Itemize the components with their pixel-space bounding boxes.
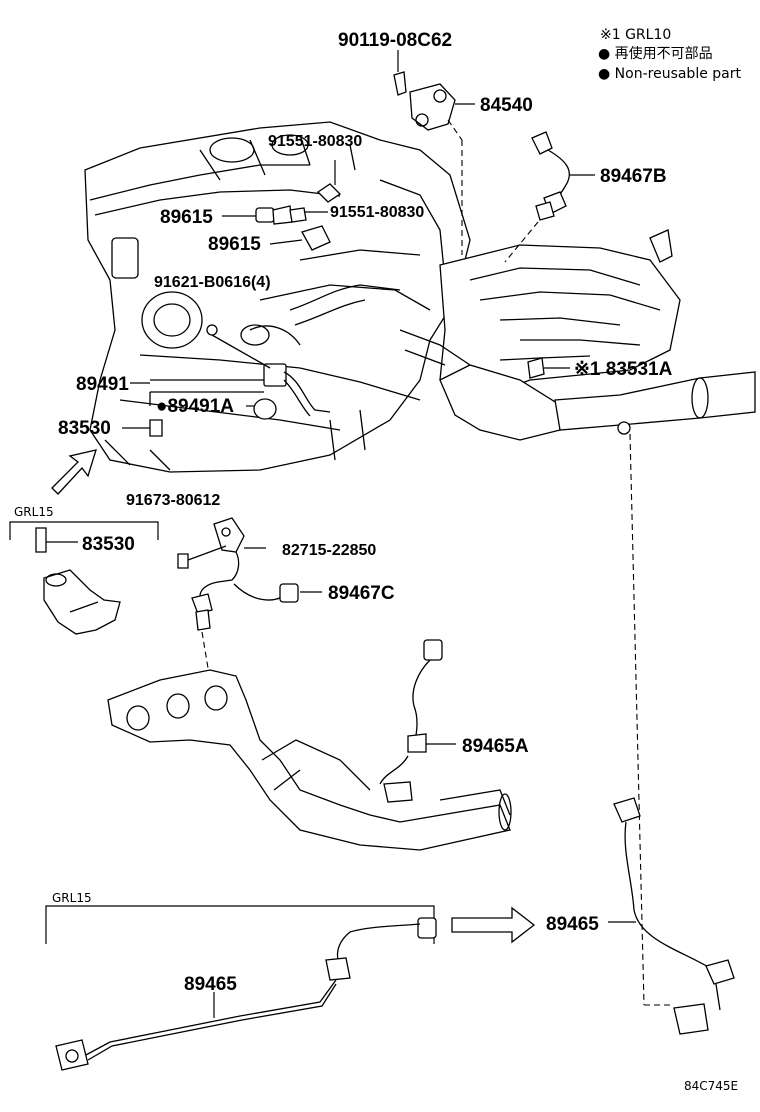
label-91673: 91673-80612 [126,492,220,509]
label-89467B: 89467B [600,166,667,187]
label-82715: 82715-22850 [282,542,376,559]
label-84540: 84540 [480,95,533,116]
sensor-89467B [504,131,595,263]
label-89465A: 89465A [462,736,529,757]
label-grl15-top: GRL15 [14,505,54,519]
label-83530-inset: 83530 [82,534,135,555]
label-grl15-bottom: GRL15 [52,891,92,905]
grl15-bottom-89465 [45,905,437,1071]
label-89615-a: 89615 [160,207,213,228]
grl15-inset-83530 [9,521,159,635]
label-89465-right: 89465 [546,914,599,935]
legend-line-1: ● 再使用不可部品 [598,45,713,62]
sensor-89465-right [608,797,735,1035]
sensor-89467C [177,517,322,681]
label-89491A: ●89491A [156,396,234,417]
legend-mark-line: ※1 GRL10 [600,27,671,43]
leader-dashed-right [629,433,645,1006]
label-90119: 90119-08C62 [338,30,452,51]
direction-arrow [51,449,97,495]
label-91621: 91621-B0616(4) [154,274,271,291]
legend-line-2: ● Non-reusable part [598,66,741,82]
upper-exhaust [289,284,756,441]
label-89615-b: 89615 [208,234,261,255]
engine-block [84,121,471,473]
sensors-89615 [222,160,342,251]
label-89465-left: 89465 [184,974,237,995]
label-83531A: ※1 83531A [574,359,673,380]
transmission [439,229,681,411]
label-89491: 89491 [76,374,129,395]
sensor-84540 [393,71,475,255]
sensor-89491 [122,324,570,437]
label-89467C: 89467C [328,583,395,604]
label-83530-main: 83530 [58,418,111,439]
figure-code: 84C745E [684,1079,738,1093]
sensor-89465A [379,639,456,803]
transfer-arrow [451,906,536,944]
lower-exhaust [107,669,512,851]
leader-lines [130,50,399,384]
label-91551-mid: 91551-80830 [330,204,424,221]
label-91551-top: 91551-80830 [268,133,362,150]
